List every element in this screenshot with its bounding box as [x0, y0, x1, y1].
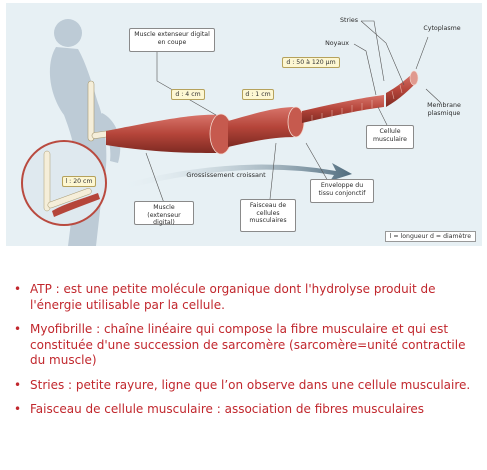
list-item: • Myofibrille : chaîne linéaire qui compo…: [12, 322, 480, 369]
legend: l = longueur d = diamètre: [384, 231, 476, 242]
definition-text: Stries : petite rayure, ligne que l’on o…: [30, 377, 471, 392]
list-item: • Faisceau de cellule musculaire : associ…: [12, 402, 480, 418]
label-stries: Stries: [340, 17, 358, 24]
label-membrane-plasmique: Membrane plasmique: [427, 102, 461, 117]
bullet-dot: •: [14, 282, 22, 296]
bullet-dot: •: [14, 322, 22, 336]
label-grossissement-croissant: Grossissement croissant: [186, 171, 266, 179]
muscle-structure-figure: Muscle extenseur digital en coupe Stries…: [6, 3, 482, 246]
muscle-bundle: [106, 70, 419, 155]
bullet-dot: •: [14, 377, 22, 392]
label-cytoplasme: Cytoplasme: [423, 25, 461, 32]
list-item: • ATP : est une petite molécule organique…: [12, 282, 480, 313]
label-muscle-extenseur-digital: Muscle (extenseur digital): [134, 201, 194, 226]
label-faisceau-cellules: Faisceau de cellules musculaires: [240, 199, 296, 232]
label-diameter-muscle: d : 4 cm: [171, 89, 205, 100]
figure-illustration: [21, 19, 442, 246]
label-diameter-cell: d : 50 à 120 µm: [282, 57, 340, 68]
list-item: • Stries : petite rayure, ligne que l’on …: [12, 378, 480, 394]
definition-list: • ATP : est une petite molécule organique…: [12, 282, 480, 427]
definition-text: ATP : est une petite molécule organique …: [30, 282, 436, 312]
label-muscle-extenseur-coupe: Muscle extenseur digital en coupe: [129, 28, 215, 52]
label-enveloppe-tissu-conjonctif: Enveloppe du tissu conjonctif: [310, 179, 374, 203]
label-noyaux: Noyaux: [325, 40, 349, 47]
label-cellule-musculaire: Cellule musculaire: [366, 125, 414, 149]
label-length: l : 20 cm: [62, 176, 96, 187]
bullet-dot: •: [14, 402, 22, 416]
definition-text: Faisceau de cellule musculaire : associa…: [30, 402, 425, 416]
label-diameter-faisceau: d : 1 cm: [242, 89, 274, 100]
growth-arrow: [118, 163, 352, 191]
definition-text: Myofibrille : chaîne linéaire qui compos…: [30, 322, 466, 367]
